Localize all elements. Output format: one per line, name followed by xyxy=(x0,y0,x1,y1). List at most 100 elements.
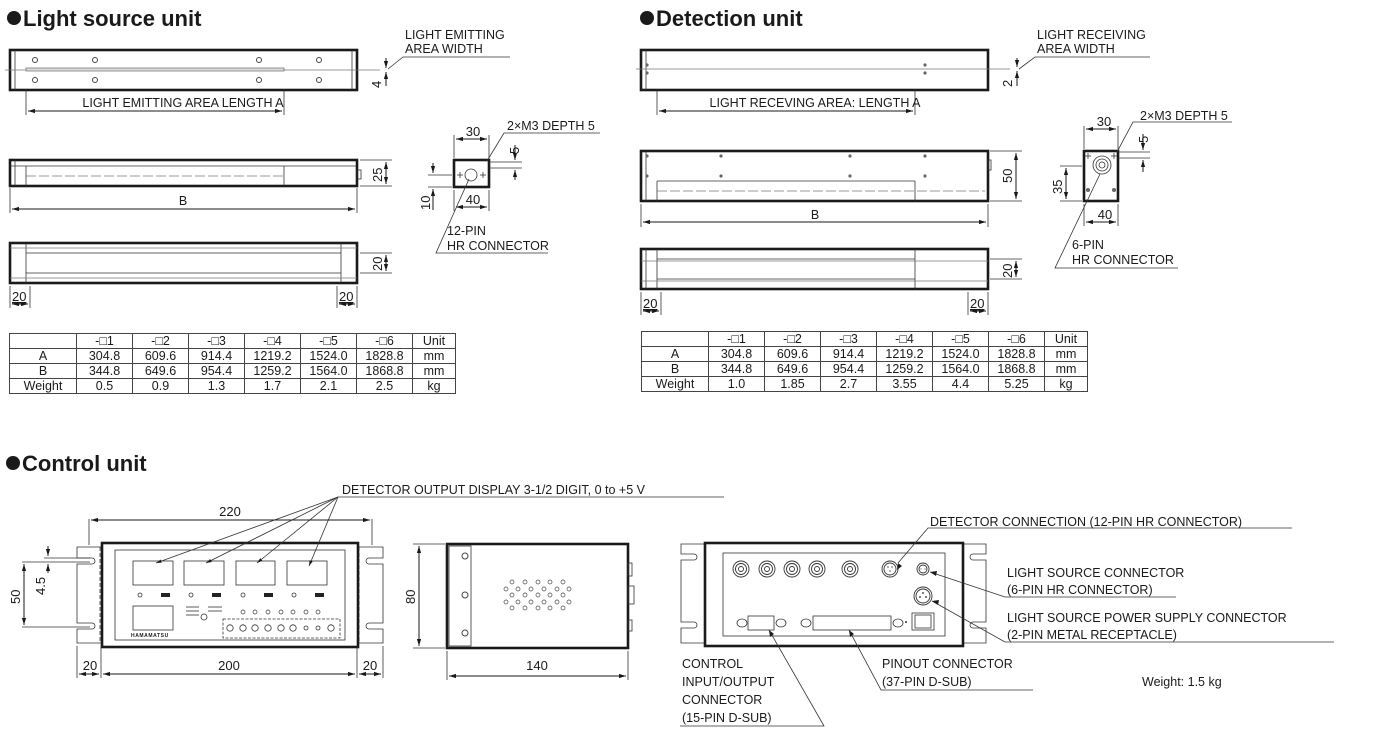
det-cs-height-35: 35 xyxy=(1050,180,1065,194)
table-header-row: -□1 -□2 -□3 -□4 -□5 -□6 Unit xyxy=(641,331,1088,347)
table-cell: kg xyxy=(412,378,456,394)
det-tap-label: 2×M3 DEPTH 5 xyxy=(1140,109,1228,123)
weight-label: Weight: 1.5 kg xyxy=(1142,675,1222,689)
overall-width-dim: 220 xyxy=(219,504,241,519)
table-cell: 4.4 xyxy=(932,376,989,392)
light-source-title: Light source unit xyxy=(23,6,202,31)
table-cell: -□6 xyxy=(356,333,413,349)
table-cell: -□4 xyxy=(876,331,933,347)
connector-label-2: HR CONNECTOR xyxy=(447,239,549,253)
tap-label: 2×M3 DEPTH 5 xyxy=(507,119,595,133)
table-cell: mm xyxy=(1044,361,1088,377)
end-left-dim: 20 xyxy=(12,289,26,304)
emitting-width-label-1: LIGHT EMITTING xyxy=(405,28,505,42)
det-bottom-dim: 20 xyxy=(1000,264,1015,278)
table-cell: 1.7 xyxy=(244,378,301,394)
table-cell: 914.4 xyxy=(820,346,877,362)
pinout-label-2: (37-PIN D-SUB) xyxy=(882,675,972,689)
light-source-side-view: 25 B xyxy=(8,158,392,213)
light-source-end-view: 30 40 5 10 2×M3 DEPTH 5 12-PIN HR CONNEC… xyxy=(418,119,600,254)
det-end-left-dim: 20 xyxy=(643,296,657,311)
det-cs-width-30: 30 xyxy=(1097,114,1111,129)
table-cell: 344.8 xyxy=(76,363,133,379)
table-cell: 1259.2 xyxy=(876,361,933,377)
table-cell: 2.5 xyxy=(356,378,413,394)
table-cell: -□1 xyxy=(76,333,133,349)
table-cell: Weight xyxy=(9,378,77,394)
body-width-dim: 200 xyxy=(218,658,240,673)
emitting-length-label: LIGHT EMITTING AREA LENGTH A xyxy=(82,96,284,110)
table-cell: 0.5 xyxy=(76,378,133,394)
table-cell: 1828.8 xyxy=(356,348,413,364)
table-cell: Unit xyxy=(1044,331,1088,347)
connector-label-1: 12-PIN xyxy=(447,224,486,238)
table-cell: 1.0 xyxy=(708,376,765,392)
table-row: A 304.8 609.6 914.4 1219.2 1524.0 1828.8… xyxy=(9,348,456,364)
table-cell: kg xyxy=(1044,376,1088,392)
cs-height-10: 10 xyxy=(418,196,433,210)
table-cell: B xyxy=(9,363,77,379)
table-cell: 5.25 xyxy=(988,376,1045,392)
table-cell: -□2 xyxy=(132,333,189,349)
emitting-width-label-2: AREA WIDTH xyxy=(405,42,483,56)
det-b-dim-label: B xyxy=(811,208,819,222)
table-cell: 1564.0 xyxy=(932,361,989,377)
detection-title: Detection unit xyxy=(656,6,803,31)
detection-side-view: 50 B xyxy=(639,149,1022,227)
table-cell: Weight xyxy=(641,376,709,392)
table-cell: 609.6 xyxy=(132,348,189,364)
table-cell: mm xyxy=(1044,346,1088,362)
table-cell: -□1 xyxy=(708,331,765,347)
det-cs-top-5: 5 xyxy=(1136,136,1151,143)
table-row: A 304.8 609.6 914.4 1219.2 1524.0 1828.8… xyxy=(641,346,1088,362)
ctrl-io-label-1: CONTROL xyxy=(682,657,743,671)
receiving-length-label: LIGHT RECEVING AREA: LENGTH A xyxy=(710,96,922,110)
table-cell: 1828.8 xyxy=(988,346,1045,362)
table-cell: 344.8 xyxy=(708,361,765,377)
ear-right-dim: 20 xyxy=(363,658,377,673)
receiving-width-dim: 2 xyxy=(1000,80,1015,87)
det-connector-label-1: 6-PIN xyxy=(1072,238,1104,252)
table-row: Weight 0.5 0.9 1.3 1.7 2.1 2.5 kg xyxy=(9,378,456,394)
table-cell: -□5 xyxy=(300,333,357,349)
slot-pitch-dim: 50 xyxy=(8,590,23,604)
table-cell: mm xyxy=(412,363,456,379)
side-height-dim: 25 xyxy=(370,168,385,182)
bullet-icon xyxy=(6,456,20,470)
table-cell: 954.4 xyxy=(188,363,245,379)
emitting-width-dim: 4 xyxy=(369,81,384,88)
display-label: DETECTOR OUTPUT DISPLAY 3-1/2 DIGIT, 0 t… xyxy=(342,483,646,497)
control-front-view: HAMAMATSU DETECTOR OUTPUT DISPLAY 3-1/2 … xyxy=(8,483,724,678)
table-cell: 1868.8 xyxy=(988,361,1045,377)
bullet-icon xyxy=(7,11,21,25)
table-cell: B xyxy=(641,361,709,377)
ctrl-io-label-3: CONNECTOR xyxy=(682,693,762,707)
light-source-section: Light source unit LIGHT EMITTING AREA LE… xyxy=(5,6,600,308)
table-cell: 0.9 xyxy=(132,378,189,394)
brand-logo: HAMAMATSU xyxy=(131,633,169,639)
table-cell: 954.4 xyxy=(820,361,877,377)
height-dim: 80 xyxy=(403,590,418,604)
light-source-top-view: LIGHT EMITTING AREA LENGTH A 4 LIGHT EMI… xyxy=(5,28,510,115)
table-cell: 1.3 xyxy=(188,378,245,394)
cs-width-30: 30 xyxy=(466,124,480,139)
ls-power-label-1: LIGHT SOURCE POWER SUPPLY CONNECTOR xyxy=(1007,611,1287,625)
control-rear-view: DETECTOR CONNECTION (12-PIN HR CONNECTOR… xyxy=(680,515,1334,727)
table-cell: 304.8 xyxy=(708,346,765,362)
light-source-spec-table: -□1 -□2 -□3 -□4 -□5 -□6 Unit A 304.8 609… xyxy=(9,333,456,394)
table-cell xyxy=(9,333,77,349)
table-cell: 304.8 xyxy=(76,348,133,364)
cs-top-5: 5 xyxy=(507,147,522,154)
control-section: Control unit HAMAMA xyxy=(6,451,1334,727)
receiving-width-label-2: AREA WIDTH xyxy=(1037,42,1115,56)
det-cs-width-40: 40 xyxy=(1098,207,1112,222)
table-cell: 1524.0 xyxy=(932,346,989,362)
table-cell: 3.55 xyxy=(876,376,933,392)
detection-bottom-view: 20 20 20 xyxy=(639,247,1022,315)
table-cell: A xyxy=(641,346,709,362)
ls-conn-label-1: LIGHT SOURCE CONNECTOR xyxy=(1007,566,1184,580)
table-cell: -□4 xyxy=(244,333,301,349)
table-cell: A xyxy=(9,348,77,364)
table-cell: mm xyxy=(412,348,456,364)
